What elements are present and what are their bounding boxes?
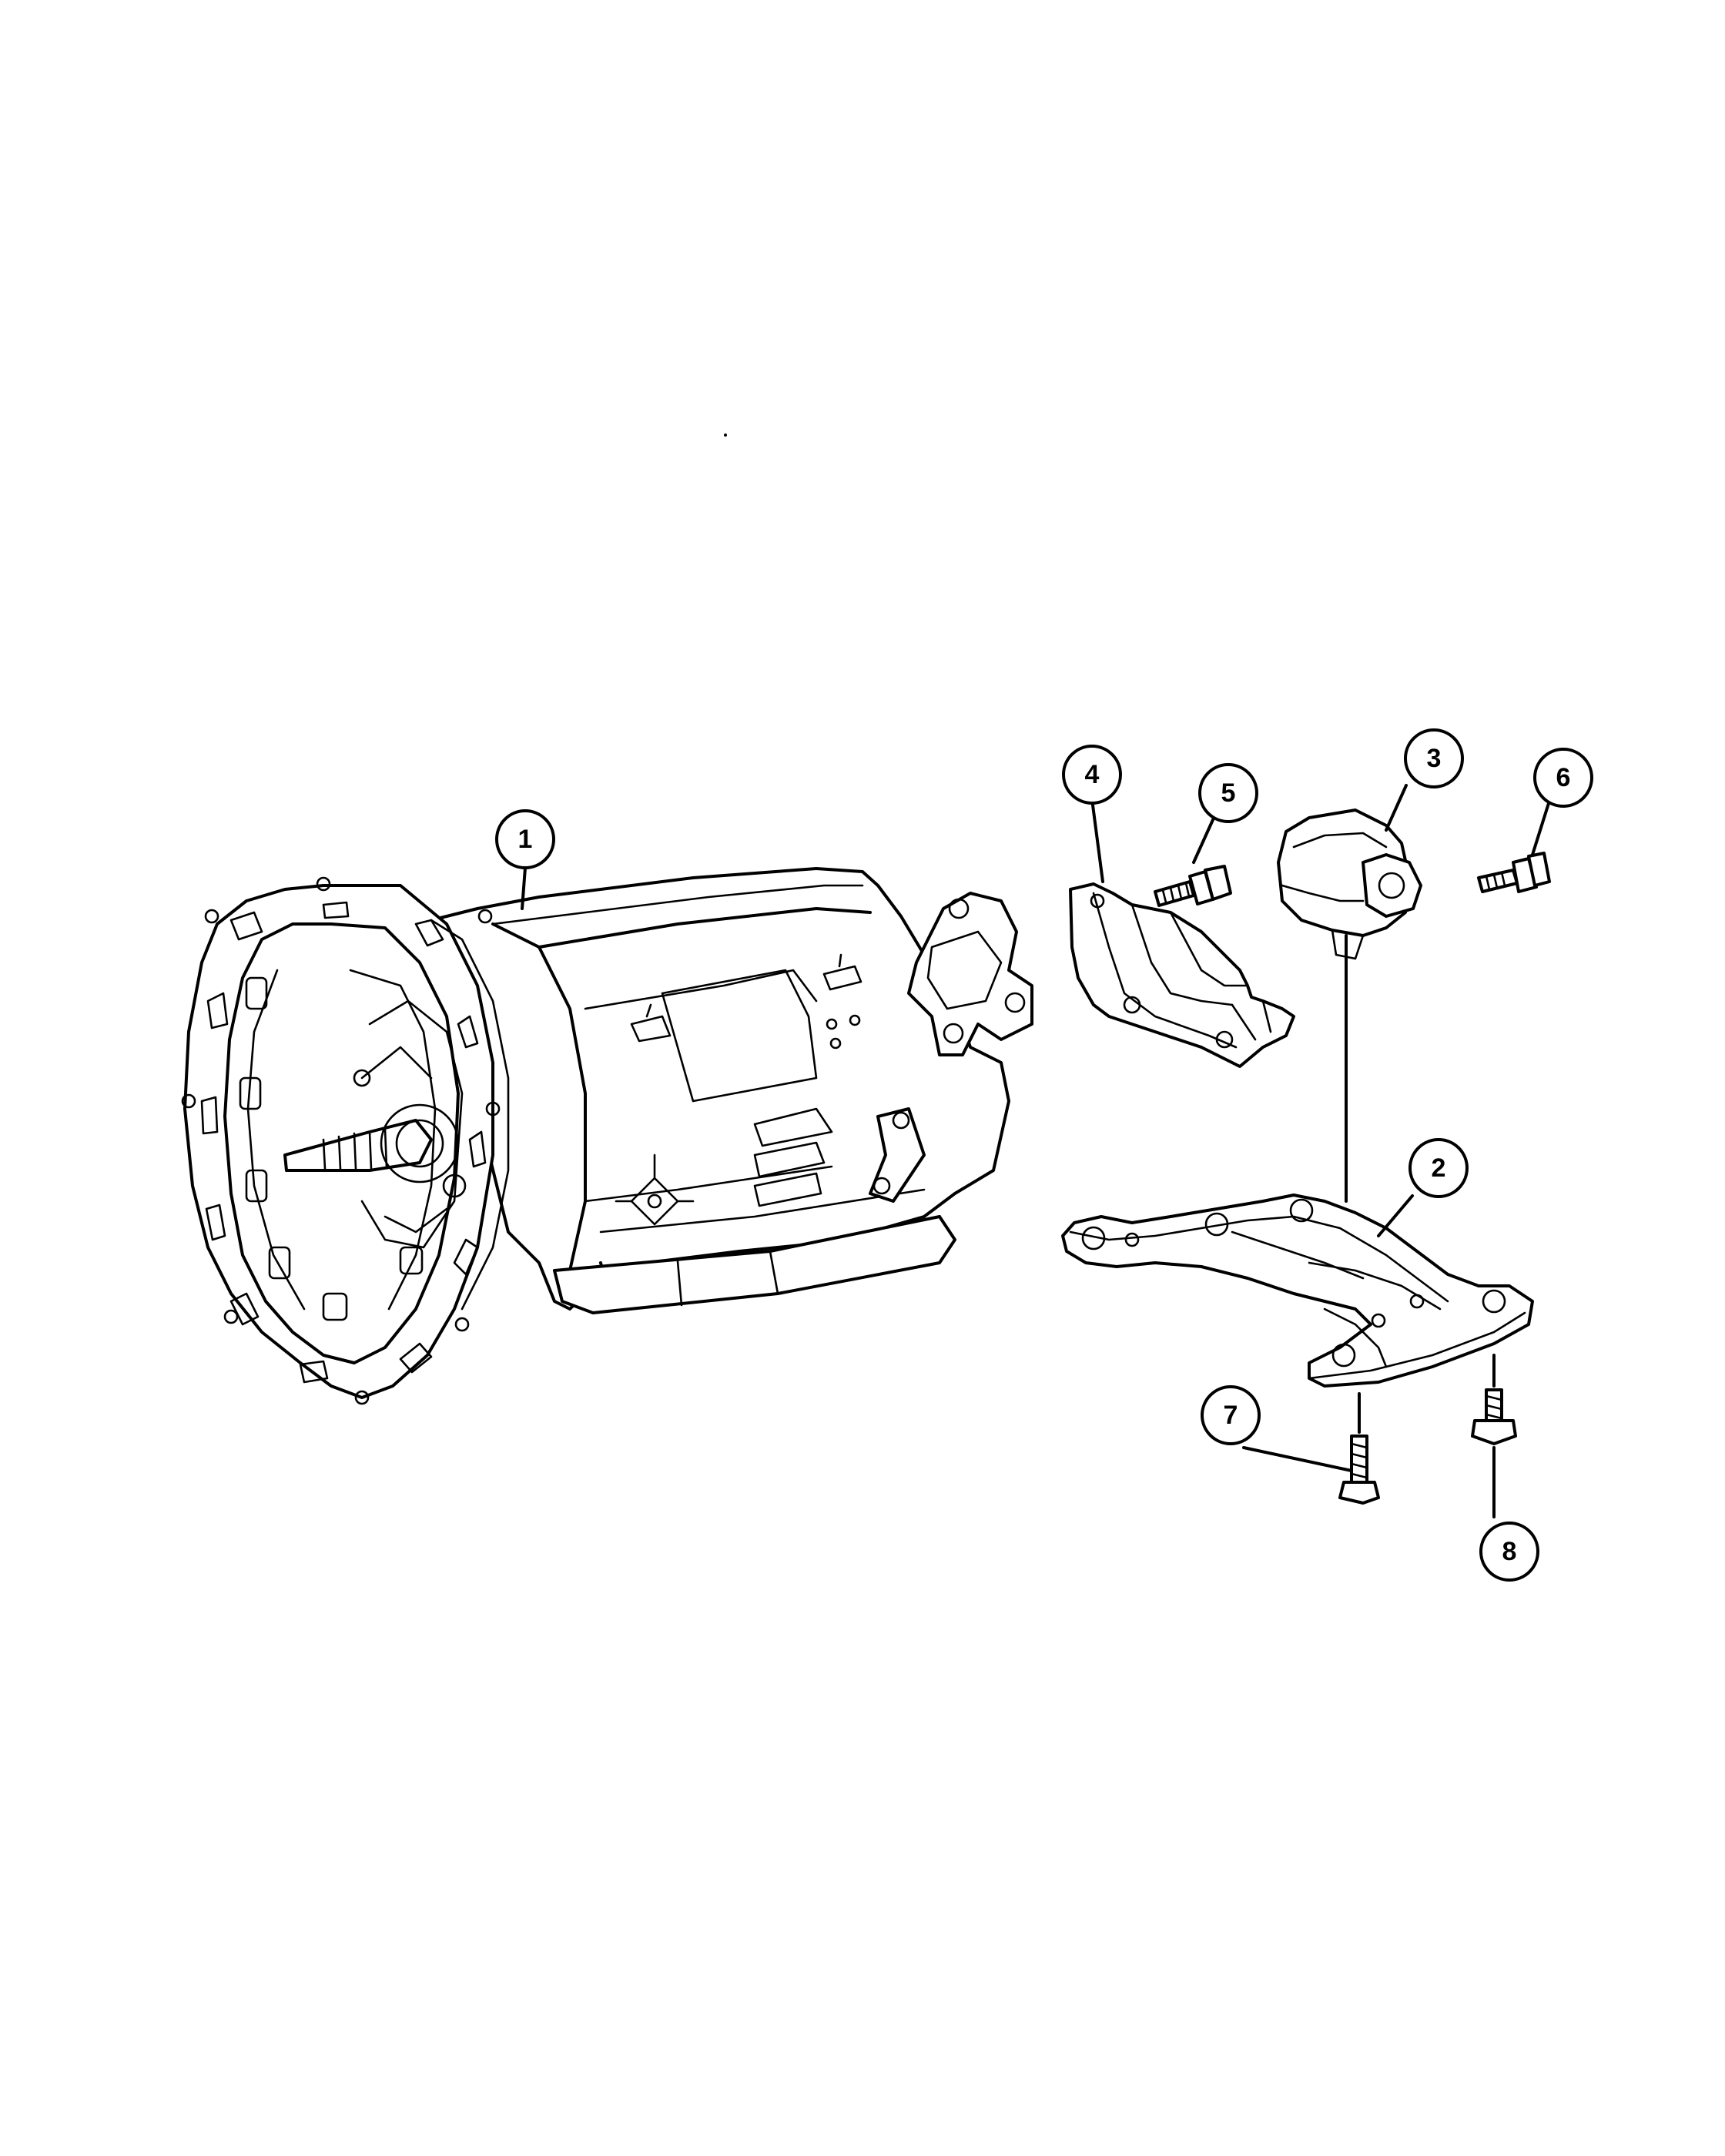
bell-housing-inner bbox=[223, 922, 460, 1364]
transmission-mount bbox=[1277, 808, 1422, 960]
callout-3: 3 bbox=[1404, 728, 1464, 788]
bolt-6 bbox=[1477, 852, 1551, 893]
callout-2: 2 bbox=[1408, 1138, 1469, 1198]
input-shaft bbox=[283, 1119, 433, 1172]
callout-5: 5 bbox=[1198, 763, 1258, 823]
transmission-assembly bbox=[181, 867, 1033, 1405]
callout-7: 7 bbox=[1201, 1385, 1261, 1445]
oil-pan bbox=[553, 1215, 956, 1314]
callout-4: 4 bbox=[1062, 745, 1122, 805]
bolt-5 bbox=[1154, 865, 1232, 907]
svg-text:4: 4 bbox=[1085, 760, 1100, 789]
svg-text:3: 3 bbox=[1427, 744, 1442, 773]
electrical-connector-icon bbox=[615, 1153, 695, 1226]
svg-text:1: 1 bbox=[518, 825, 533, 854]
svg-text:7: 7 bbox=[1224, 1401, 1238, 1430]
bolt-7 bbox=[1338, 1392, 1380, 1505]
output-flange bbox=[907, 892, 1033, 1056]
svg-text:2: 2 bbox=[1432, 1153, 1446, 1183]
svg-text:5: 5 bbox=[1221, 778, 1236, 808]
leader-lines bbox=[521, 784, 1551, 1518]
crossmember bbox=[1061, 1194, 1534, 1388]
svg-text:8: 8 bbox=[1502, 1537, 1517, 1566]
bolt-8 bbox=[1471, 1354, 1517, 1445]
svg-text:6: 6 bbox=[1556, 763, 1571, 792]
callout-1: 1 bbox=[495, 809, 555, 869]
stray-dot bbox=[724, 434, 727, 437]
callout-6: 6 bbox=[1533, 748, 1593, 808]
mount-bracket bbox=[1069, 882, 1295, 1068]
callout-8: 8 bbox=[1479, 1522, 1539, 1582]
